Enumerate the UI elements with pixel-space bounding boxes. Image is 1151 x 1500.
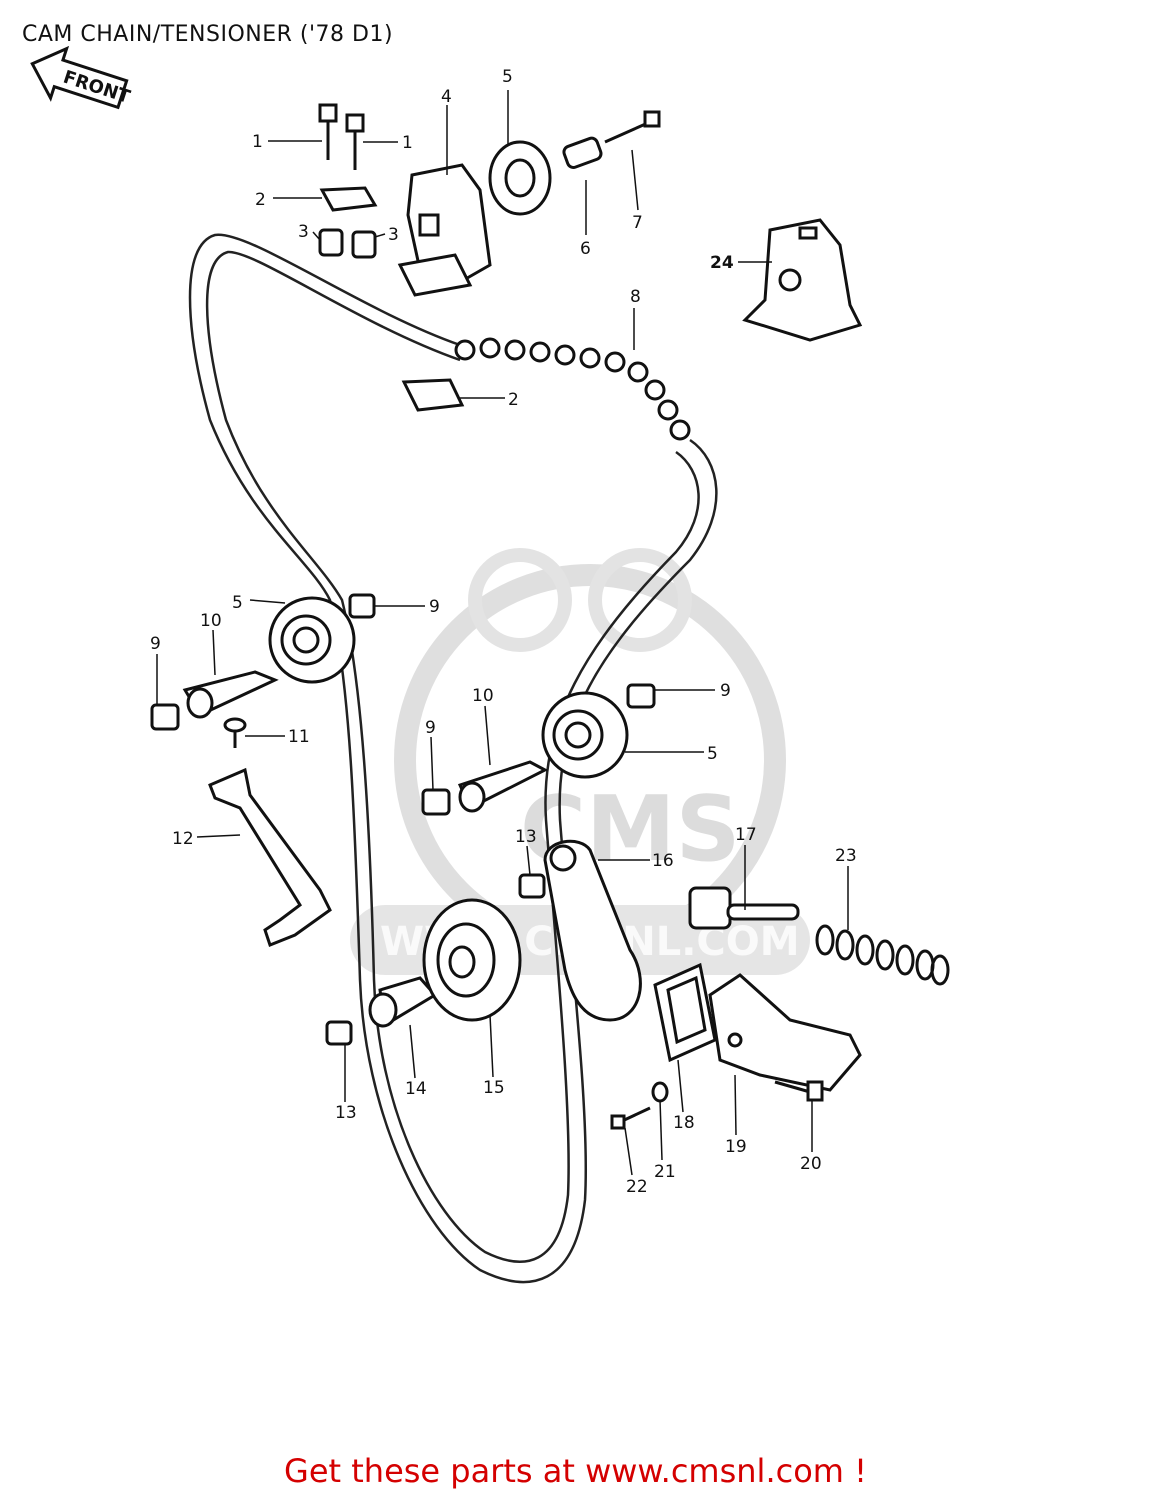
collar-3-left xyxy=(318,228,344,257)
callout-7: 7 xyxy=(632,213,643,233)
callout-20: 20 xyxy=(800,1154,822,1174)
spring-23 xyxy=(815,924,950,986)
leader-lines xyxy=(156,90,849,1176)
callout-8: 8 xyxy=(630,287,641,307)
callout-23: 23 xyxy=(835,846,857,866)
callout-1: 1 xyxy=(402,133,413,153)
pushrod-17 xyxy=(688,886,800,930)
callout-16: 16 xyxy=(652,851,674,871)
damper-9 xyxy=(150,593,656,816)
callouts: 1 1 2 2 3 3 4 5 5 5 6 7 8 9 9 9 9 10 10 … xyxy=(150,67,857,1197)
callout-9: 9 xyxy=(429,597,440,617)
guide-14 xyxy=(368,976,438,1028)
callout-12: 12 xyxy=(172,829,194,849)
callout-1: 1 xyxy=(252,132,263,152)
callout-10: 10 xyxy=(200,611,222,631)
diagram-title: CAM CHAIN/TENSIONER ('78 D1) xyxy=(22,22,394,47)
tensioner-housing-19 xyxy=(708,973,862,1092)
callout-22: 22 xyxy=(626,1177,648,1197)
bracket-12 xyxy=(208,767,332,947)
callout-2: 2 xyxy=(255,190,266,210)
collar-3-right xyxy=(351,230,377,259)
callout-5: 5 xyxy=(502,67,513,87)
bolt-1-right xyxy=(345,113,365,170)
damper-13 xyxy=(325,873,546,1046)
sprocket-5-left xyxy=(268,596,356,684)
bolt-1-left xyxy=(318,103,338,160)
bolt-22 xyxy=(610,1106,651,1130)
callout-2: 2 xyxy=(508,390,519,410)
sprocket-5-right xyxy=(541,691,629,779)
callout-6: 6 xyxy=(580,239,591,259)
callout-5: 5 xyxy=(707,744,718,764)
callout-21: 21 xyxy=(654,1162,676,1182)
callout-17: 17 xyxy=(735,825,757,845)
callout-5: 5 xyxy=(232,593,243,613)
callout-13: 13 xyxy=(335,1103,357,1123)
callout-9: 9 xyxy=(425,718,436,738)
callout-3: 3 xyxy=(298,222,309,242)
guide-2-bottom xyxy=(401,378,465,412)
holder-4 xyxy=(397,163,492,297)
gasket-18 xyxy=(653,962,717,1063)
tensioner-arm-16 xyxy=(543,839,642,1022)
guide-2-top xyxy=(319,186,378,212)
guide-10-left xyxy=(182,670,279,719)
front-arrow-icon: FRONT xyxy=(30,45,133,110)
callout-18: 18 xyxy=(673,1113,695,1133)
callout-19: 19 xyxy=(725,1137,747,1157)
promo-link[interactable]: Get these parts at www.cmsnl.com ! xyxy=(284,1452,867,1490)
callout-9: 9 xyxy=(720,681,731,701)
tensioner-wheel-15 xyxy=(422,898,522,1022)
callout-14: 14 xyxy=(405,1079,427,1099)
callout-24: 24 xyxy=(710,253,734,273)
callout-13: 13 xyxy=(515,827,537,847)
callout-9: 9 xyxy=(150,634,161,654)
callout-15: 15 xyxy=(483,1078,505,1098)
screw-11 xyxy=(223,717,247,748)
collar-6 xyxy=(562,136,603,169)
callout-10: 10 xyxy=(472,686,494,706)
callout-11: 11 xyxy=(288,727,310,747)
chain-segment xyxy=(454,337,691,441)
sprocket-5-top xyxy=(488,140,552,216)
washer-21 xyxy=(651,1081,669,1103)
guide-10-right xyxy=(457,760,549,813)
callout-3: 3 xyxy=(388,225,399,245)
callout-4: 4 xyxy=(441,87,452,107)
bolt-7 xyxy=(604,110,661,144)
bolt-20 xyxy=(774,1080,824,1102)
holder-24 xyxy=(742,218,863,342)
